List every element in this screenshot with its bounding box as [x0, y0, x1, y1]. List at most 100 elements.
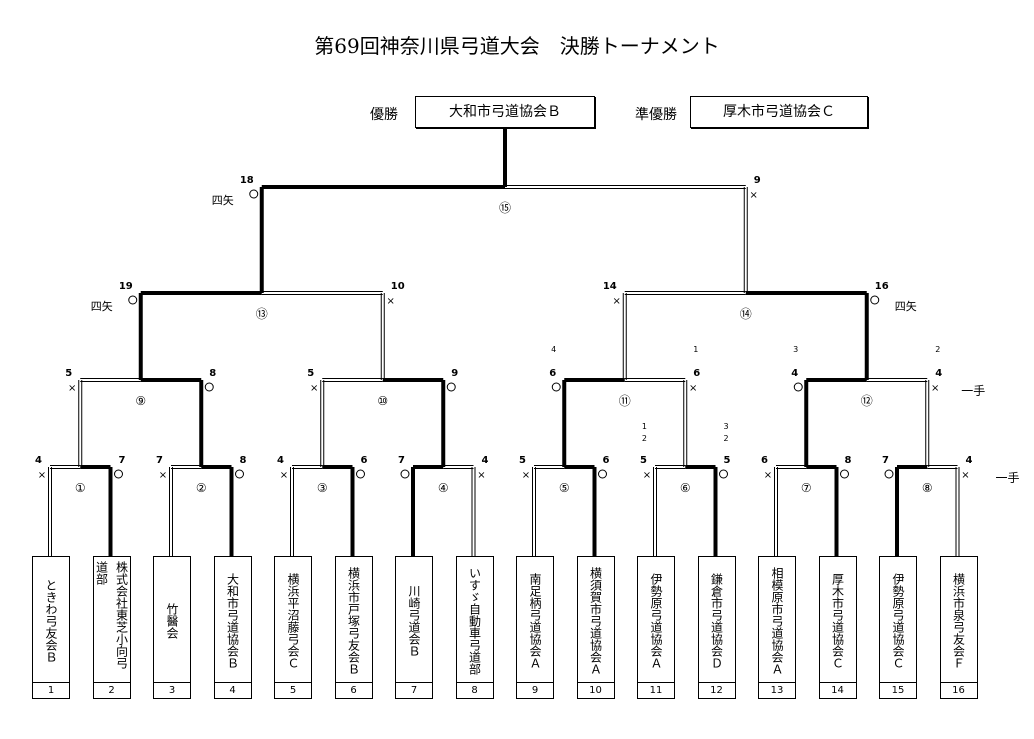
score-right: 4	[966, 455, 973, 466]
team-number: 12	[698, 682, 735, 698]
team-name: 南足柄弓道協会Ａ	[528, 572, 542, 669]
team-box: 横浜市泉弓友会Ｆ 16	[939, 556, 978, 699]
score-left: 4	[277, 455, 284, 466]
team-name: 川崎弓道会Ｂ	[407, 584, 421, 657]
match-number: ⑧	[922, 481, 933, 495]
score-right: 8	[845, 455, 852, 466]
score-left: 6	[549, 368, 556, 379]
match-number: ⑬	[256, 307, 268, 321]
score-left: 5	[519, 455, 526, 466]
result-right	[598, 469, 607, 479]
team-name: 相模原市弓道協会Ａ	[770, 566, 784, 675]
score-left: 18	[240, 175, 254, 186]
runner-up-label: 準優勝	[635, 107, 677, 123]
team-number: 16	[940, 682, 977, 698]
extra-score-right: 3	[724, 422, 729, 431]
match-number: ⑪	[619, 394, 631, 408]
team-name: 厚木市弓道協会Ｃ	[830, 572, 845, 669]
result-left	[551, 382, 561, 392]
result-right	[870, 295, 880, 305]
result-right	[204, 382, 214, 392]
score-right: 8	[240, 455, 247, 466]
score-left: 5	[307, 368, 314, 379]
note-label: 四矢	[91, 299, 113, 313]
team-name: 伊勢原弓道協会Ｃ	[891, 572, 905, 669]
extra-score-left: 4	[551, 345, 556, 354]
team-number: 7	[396, 682, 432, 698]
score-left: 19	[119, 281, 133, 292]
team-number: 10	[577, 682, 614, 698]
team-name: 横浜市戸塚弓友会Ｂ	[346, 566, 361, 675]
team-name: 株式会社東芝小向弓道部	[94, 561, 129, 669]
result-right	[235, 469, 244, 479]
extra-score-right: 2	[724, 434, 729, 443]
note-label: 一手	[961, 384, 985, 398]
score-right: 16	[875, 281, 889, 292]
team-number: 3	[154, 682, 190, 698]
result-left: ×	[159, 470, 167, 481]
note-label: 一手	[995, 471, 1019, 485]
result-right	[840, 469, 849, 479]
result-left: ×	[38, 470, 46, 481]
note-label: 四矢	[212, 193, 234, 207]
match-number: ①	[75, 481, 86, 495]
result-right: ×	[931, 383, 939, 394]
winner-label: 優勝	[370, 107, 398, 123]
runner-up-box: 厚木市弓道協会Ｃ	[690, 96, 868, 128]
score-left: 7	[882, 455, 889, 466]
score-right: 4	[482, 455, 489, 466]
team-box: いすゞ自動車弓道部 8	[455, 556, 494, 699]
result-right	[114, 469, 123, 479]
score-right: 6	[693, 368, 700, 379]
result-right	[446, 382, 456, 392]
result-left	[793, 382, 803, 392]
result-right	[356, 469, 365, 479]
team-name: いすゞ自動車弓道部	[467, 566, 482, 675]
result-left: ×	[643, 470, 651, 481]
result-left: ×	[68, 383, 76, 394]
match-number: ⑤	[559, 481, 570, 495]
score-left: 7	[398, 455, 405, 466]
page-title: 第69回神奈川県弓道大会 決勝トーナメント	[314, 34, 720, 58]
extra-score-right: 2	[935, 345, 940, 354]
extra-score-left: 1	[642, 422, 647, 431]
score-left: 14	[603, 281, 617, 292]
team-name: 横浜市泉弓友会Ｆ	[951, 572, 966, 669]
match-number: ③	[317, 481, 328, 495]
team-number: 8	[456, 682, 493, 698]
team-number: 1	[33, 682, 69, 698]
team-name: 横浜平沼藤弓会Ｃ	[286, 572, 300, 669]
match-number: ⑦	[801, 481, 812, 495]
team-number: 11	[638, 682, 674, 698]
match-number: ⑨	[135, 394, 146, 408]
match-number: ⑫	[861, 394, 873, 408]
team-number: 4	[214, 682, 251, 698]
team-number: 13	[759, 682, 795, 698]
extra-score-right: 1	[693, 345, 698, 354]
result-right: ×	[750, 190, 758, 201]
result-right	[719, 469, 728, 479]
score-left: 5	[65, 368, 72, 379]
result-left: ×	[522, 470, 530, 481]
result-left	[400, 469, 410, 479]
team-box: 厚木市弓道協会Ｃ 14	[818, 556, 857, 699]
result-right: ×	[961, 470, 969, 481]
team-number: 14	[819, 682, 856, 698]
result-left: ×	[310, 383, 318, 394]
team-name: 伊勢原弓道協会Ａ	[649, 572, 663, 669]
winner-box: 大和市弓道協会Ｂ	[415, 96, 595, 128]
score-left: 4	[35, 455, 42, 466]
team-number: 15	[880, 682, 916, 698]
result-left: ×	[280, 470, 288, 481]
match-number: ⑭	[740, 307, 752, 321]
team-name: 竹醫会	[165, 602, 179, 639]
score-right: 6	[361, 455, 368, 466]
score-left: 4	[791, 368, 798, 379]
